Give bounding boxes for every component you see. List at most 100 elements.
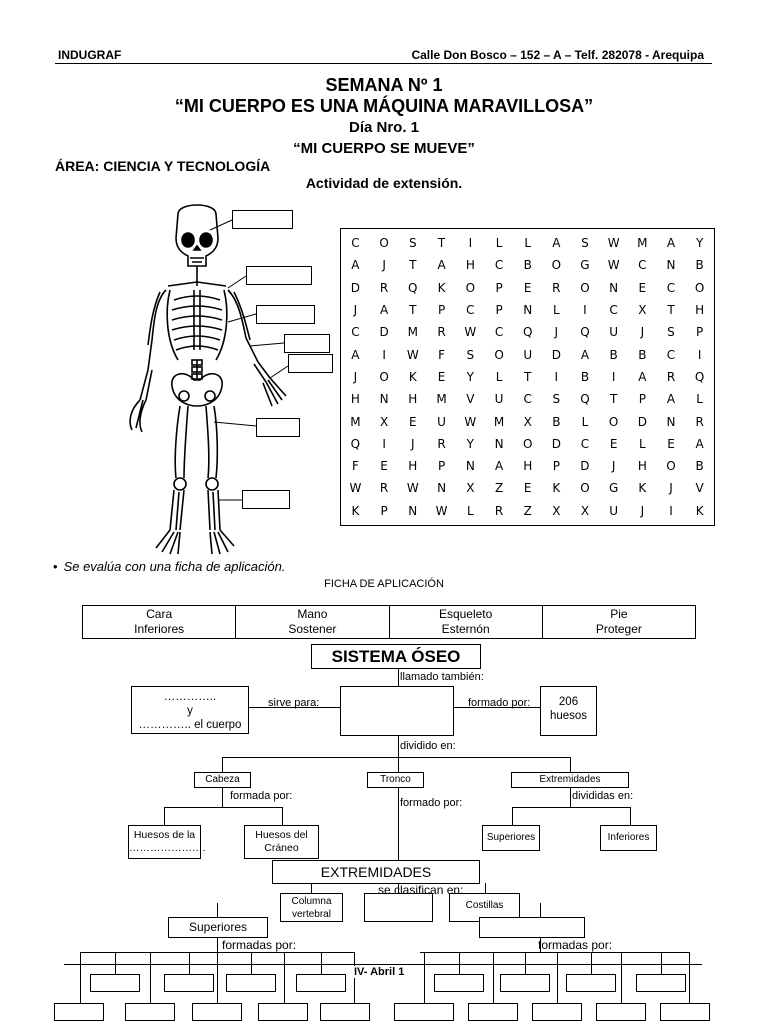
word-search-letter[interactable]: U (599, 500, 628, 522)
word-search-letter[interactable]: Q (398, 277, 427, 299)
map-blank-lower-3[interactable] (566, 974, 616, 992)
word-search-letter[interactable]: P (427, 455, 456, 477)
word-search-letter[interactable]: O (542, 254, 571, 276)
word-search-letter[interactable]: L (571, 410, 600, 432)
word-search-letter[interactable]: L (685, 388, 714, 410)
word-search-letter[interactable]: I (571, 299, 600, 321)
word-search-letter[interactable]: A (341, 343, 370, 365)
word-search-letter[interactable]: F (427, 343, 456, 365)
word-search-letter[interactable]: J (398, 433, 427, 455)
map-blank-lower-7[interactable] (532, 1003, 582, 1021)
word-search-letter[interactable]: B (571, 366, 600, 388)
map-blank-lower-2[interactable] (500, 974, 550, 992)
word-search-letter[interactable]: R (485, 500, 514, 522)
map-blank-lower-6[interactable] (468, 1003, 518, 1021)
word-search-letter[interactable]: L (628, 433, 657, 455)
word-search-letter[interactable]: P (685, 321, 714, 343)
word-search-letter[interactable]: I (599, 366, 628, 388)
word-search-letter[interactable]: C (599, 299, 628, 321)
word-search-letter[interactable]: T (427, 232, 456, 254)
word-search-letter[interactable]: B (628, 343, 657, 365)
word-search-letter[interactable]: N (657, 410, 686, 432)
word-search-letter[interactable]: N (513, 299, 542, 321)
word-search-letter[interactable]: X (542, 500, 571, 522)
word-search-letter[interactable]: R (685, 410, 714, 432)
word-search-letter[interactable]: D (542, 343, 571, 365)
word-search-letter[interactable]: J (341, 366, 370, 388)
word-search-letter[interactable]: C (456, 299, 485, 321)
word-search-letter[interactable]: O (571, 277, 600, 299)
word-search-letter[interactable]: J (628, 500, 657, 522)
map-blank-upper-8[interactable] (258, 1003, 308, 1021)
word-search-letter[interactable]: D (341, 277, 370, 299)
word-search-letter[interactable]: X (513, 410, 542, 432)
word-search-letter[interactable]: H (628, 455, 657, 477)
word-search-letter[interactable]: B (599, 343, 628, 365)
word-search-letter[interactable]: N (599, 277, 628, 299)
word-search-letter[interactable]: A (370, 299, 399, 321)
map-blank-upper-6[interactable] (125, 1003, 175, 1021)
word-search-letter[interactable]: E (513, 277, 542, 299)
map-blank-inferiores[interactable] (479, 917, 585, 938)
word-search-letter[interactable]: H (341, 388, 370, 410)
word-search-letter[interactable]: S (456, 343, 485, 365)
word-search-letter[interactable]: C (657, 343, 686, 365)
word-search-letter[interactable]: A (542, 232, 571, 254)
word-search-letter[interactable]: E (657, 433, 686, 455)
word-search-letter[interactable]: O (370, 366, 399, 388)
word-search-letter[interactable]: Z (513, 500, 542, 522)
word-search-letter[interactable]: W (599, 254, 628, 276)
word-search-letter[interactable]: C (341, 232, 370, 254)
word-search-letter[interactable]: H (398, 455, 427, 477)
word-search-letter[interactable]: C (485, 321, 514, 343)
word-search-letter[interactable]: I (370, 343, 399, 365)
word-search-letter[interactable]: X (456, 477, 485, 499)
word-search-letter[interactable]: N (485, 433, 514, 455)
map-blank-center[interactable] (340, 686, 454, 736)
word-search-letter[interactable]: D (571, 455, 600, 477)
word-search-letter[interactable]: J (370, 254, 399, 276)
word-search-letter[interactable]: Y (456, 366, 485, 388)
word-search-letter[interactable]: U (427, 410, 456, 432)
word-search-letter[interactable]: A (427, 254, 456, 276)
word-search-letter[interactable]: A (657, 388, 686, 410)
word-search-letter[interactable]: S (542, 388, 571, 410)
skeleton-label-blank-4[interactable] (284, 334, 330, 353)
word-search-letter[interactable]: X (628, 299, 657, 321)
map-blank-upper-1[interactable] (90, 974, 140, 992)
word-search-letter[interactable]: C (513, 388, 542, 410)
word-search-letter[interactable]: O (571, 477, 600, 499)
word-search-letter[interactable]: C (657, 277, 686, 299)
word-search-letter[interactable]: Q (571, 321, 600, 343)
word-search-letter[interactable]: U (485, 388, 514, 410)
word-search-letter[interactable]: P (370, 500, 399, 522)
word-search-letter[interactable]: E (427, 366, 456, 388)
word-search-letter[interactable]: W (456, 321, 485, 343)
skeleton-label-blank-6[interactable] (256, 418, 300, 437)
word-search-letter[interactable]: I (370, 433, 399, 455)
word-search-letter[interactable]: N (398, 500, 427, 522)
word-search-letter[interactable]: N (456, 455, 485, 477)
word-search-letter[interactable]: L (513, 232, 542, 254)
word-search-letter[interactable]: I (657, 500, 686, 522)
word-search-letter[interactable]: N (427, 477, 456, 499)
word-search-letter[interactable]: W (599, 232, 628, 254)
word-search-letter[interactable]: A (571, 343, 600, 365)
word-search-letter[interactable]: Y (685, 232, 714, 254)
map-blank-lower-4[interactable] (636, 974, 686, 992)
word-search-letter[interactable]: A (628, 366, 657, 388)
map-blank-lower-5[interactable] (394, 1003, 454, 1021)
skeleton-label-blank-1[interactable] (232, 210, 293, 229)
word-search-letter[interactable]: T (398, 299, 427, 321)
word-search-letter[interactable]: C (341, 321, 370, 343)
word-search-letter[interactable]: I (456, 232, 485, 254)
word-search-letter[interactable]: G (571, 254, 600, 276)
word-search-letter[interactable]: S (398, 232, 427, 254)
word-search-letter[interactable]: P (542, 455, 571, 477)
word-search-letter[interactable]: V (685, 477, 714, 499)
word-search-letter[interactable]: E (513, 477, 542, 499)
word-search-letter[interactable]: L (456, 500, 485, 522)
word-search-letter[interactable]: B (685, 455, 714, 477)
word-search-letter[interactable]: P (628, 388, 657, 410)
word-search-letter[interactable]: L (542, 299, 571, 321)
